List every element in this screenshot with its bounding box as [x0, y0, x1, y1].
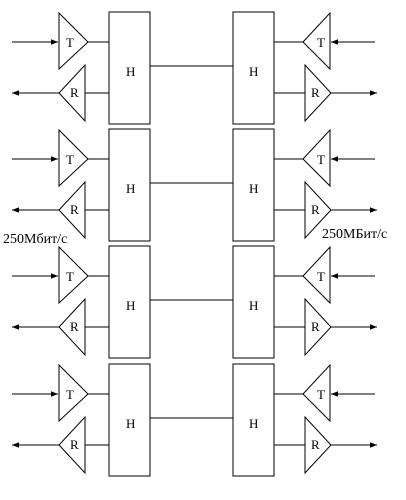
diagram-row: T R H H T R: [12, 11, 377, 125]
diagram-rows: T R H H T R T R H H T R T R H H T R T R H H T R: [12, 11, 377, 477]
node-right: [232, 245, 275, 359]
node-left: [108, 11, 151, 125]
node-left: [108, 128, 151, 242]
rate-label-left: 250Мбит/с: [3, 232, 67, 247]
receiver-label-left: R: [70, 437, 79, 452]
node-right: [232, 11, 275, 125]
transmitter-label-right: T: [317, 35, 325, 50]
node-label-left: H: [126, 181, 135, 196]
receiver-label-right: R: [311, 437, 320, 452]
transmitter-label-left: T: [66, 269, 74, 284]
receiver-label-right: R: [311, 319, 320, 334]
transmitter-label-left: T: [66, 387, 74, 402]
diagram-row: T R H H T R: [12, 245, 377, 359]
node-label-right: H: [249, 416, 258, 431]
transmitter-label-left: T: [66, 152, 74, 167]
receiver-label-right: R: [311, 85, 320, 100]
node-label-left: H: [126, 64, 135, 79]
transmitter-right: [302, 11, 331, 71]
transmitter-left: [58, 128, 89, 188]
transmitter-right: [302, 128, 331, 188]
transmitter-label-right: T: [317, 269, 325, 284]
diagram-row: T R H H T R: [12, 128, 377, 242]
transmitter-left: [58, 363, 89, 423]
receiver-label-right: R: [311, 202, 320, 217]
transmitter-right: [302, 363, 331, 423]
node-right: [232, 128, 275, 242]
transmitter-label-right: T: [317, 387, 325, 402]
transmitter-label-left: T: [66, 35, 74, 50]
node-label-right: H: [249, 298, 258, 313]
node-label-left: H: [126, 298, 135, 313]
node-left: [108, 363, 151, 477]
node-right: [232, 363, 275, 477]
transmitter-left: [58, 245, 89, 305]
node-label-left: H: [126, 416, 135, 431]
transmitter-right: [302, 245, 331, 305]
rate-label-right: 250МБит/с: [322, 227, 387, 242]
node-label-right: H: [249, 181, 258, 196]
receiver-label-left: R: [70, 85, 79, 100]
transmitter-left: [58, 11, 89, 71]
node-label-right: H: [249, 64, 258, 79]
receiver-label-left: R: [70, 202, 79, 217]
diagram-row: T R H H T R: [12, 363, 377, 477]
receiver-label-left: R: [70, 319, 79, 334]
transmitter-label-right: T: [317, 152, 325, 167]
node-left: [108, 245, 151, 359]
